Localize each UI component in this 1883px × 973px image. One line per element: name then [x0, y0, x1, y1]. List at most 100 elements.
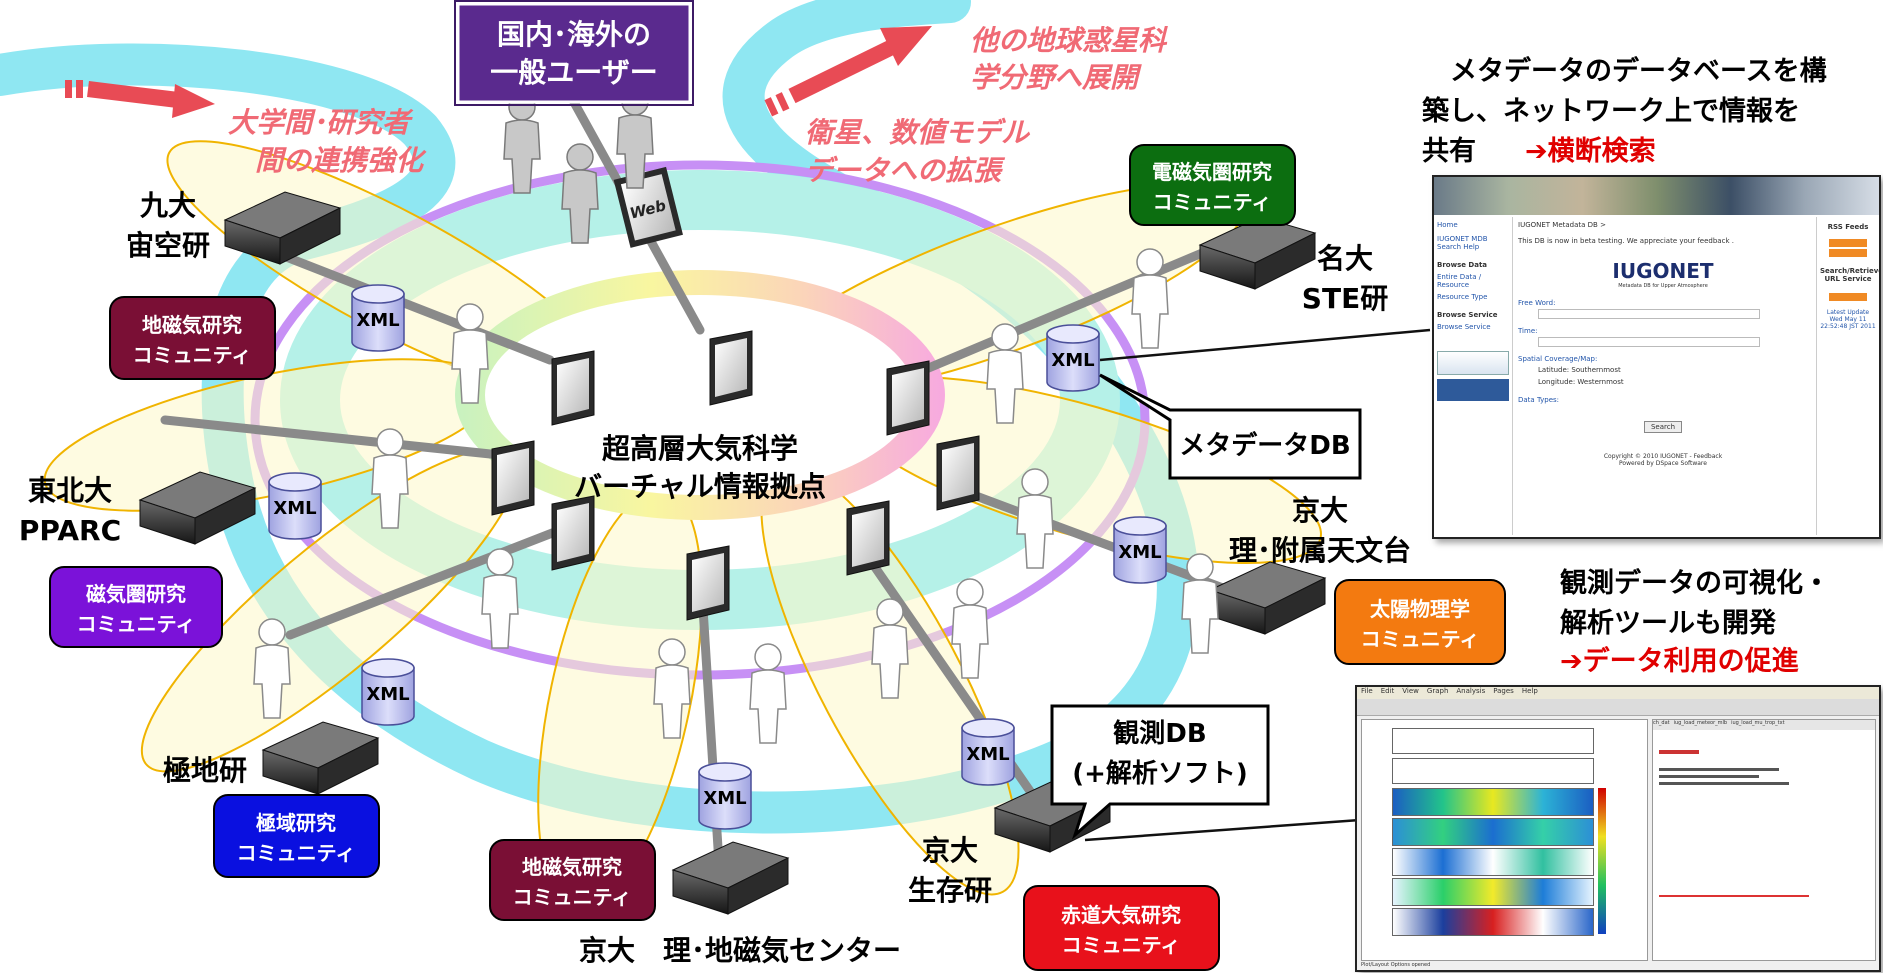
sidebar-home[interactable]: Home — [1437, 221, 1458, 229]
breadcrumb: IUGONET Metadata DB > — [1518, 221, 1606, 229]
sidebar-browse-service[interactable]: Browse Service — [1437, 323, 1491, 331]
metadata-db-screenshot: Home IUGONET MDB Search Help Browse Data… — [1432, 175, 1881, 539]
server-icon — [262, 721, 379, 795]
svg-text:太陽物理学: 太陽物理学 — [1370, 597, 1470, 621]
form-freeword-label: Free Word: — [1518, 299, 1556, 307]
svg-text:XML: XML — [1051, 350, 1094, 371]
note-meta: 築し、ネットワーク上で情報を — [1421, 95, 1800, 127]
menu-file[interactable]: File — [1361, 687, 1373, 695]
inst-kyudai: 宙空研 — [126, 229, 210, 262]
community-denjiken: 電磁気圏研究 コミュニティ — [1129, 144, 1296, 226]
community-jikiken: 磁気圏研究 コミュニティ — [49, 566, 223, 648]
center-label: バーチャル情報拠点 — [574, 470, 826, 503]
time-input[interactable] — [1538, 337, 1760, 347]
svg-text:コミュニティ: コミュニティ — [237, 841, 356, 865]
svg-text:コミュニティ: コミュニティ — [1062, 933, 1181, 957]
form-datatypes-label: Data Types: — [1518, 396, 1560, 404]
sidebar-heading: Browse Service — [1437, 311, 1498, 319]
svg-text:XML: XML — [356, 310, 399, 331]
user-icon — [1131, 248, 1169, 349]
monitor-icon — [886, 360, 930, 436]
beta-notice: This DB is now in beta testing. We appre… — [1518, 237, 1734, 245]
menu-pages[interactable]: Pages — [1493, 687, 1514, 695]
svg-text:磁気圏研究: 磁気圏研究 — [86, 582, 186, 606]
svg-text:地磁気研究: 地磁気研究 — [142, 313, 242, 337]
monitor-icon — [686, 545, 730, 621]
user-icon — [1016, 468, 1054, 569]
svg-text:赤道大気研究: 赤道大気研究 — [1061, 903, 1181, 927]
form-time-label: Time: — [1518, 327, 1538, 335]
svg-text:極域研究: 極域研究 — [255, 811, 336, 835]
inst-nagoya: 名大 — [1317, 242, 1373, 275]
community-chijiki-2: 地磁気研究 コミュニティ — [489, 839, 656, 921]
form-spatial-label: Spatial Coverage/Map: — [1518, 355, 1598, 363]
svg-text:コミュニティ: コミュニティ — [513, 885, 632, 909]
monitor-icon — [709, 330, 753, 406]
tab-file[interactable]: iug_load_mu_trop_txt — [1731, 720, 1785, 726]
inst-kyokuchi: 極地研 — [163, 754, 247, 787]
svg-text:一般ユーザー: 一般ユーザー — [490, 56, 657, 89]
xml-db-icon: XML — [268, 472, 322, 540]
tab-file[interactable]: iug_load_meteor_mlb — [1673, 720, 1728, 726]
svg-text:コミュニティ: コミュニティ — [1153, 190, 1272, 214]
monitor-icon — [551, 350, 595, 426]
monitor-icon — [551, 495, 595, 571]
sidebar-help[interactable]: IUGONET MDB Search Help — [1437, 235, 1488, 251]
search-button[interactable]: Search — [1643, 421, 1683, 433]
menu-edit[interactable]: Edit — [1380, 687, 1395, 695]
inst-seizon: 京大 — [922, 834, 978, 867]
menu-analysis[interactable]: Analysis — [1456, 687, 1486, 695]
svg-text:地磁気研究: 地磁気研究 — [522, 855, 622, 879]
plot-panel — [1361, 719, 1648, 961]
inst-rigaku: 京大 理･地磁気センター — [579, 934, 901, 967]
inst-nagoya: STE研 — [1302, 282, 1388, 315]
inst-kyudai: 九大 — [140, 189, 196, 222]
monitor-icon — [491, 440, 535, 516]
inst-tenmon: 理･附属天文台 — [1229, 534, 1411, 567]
analysis-tool-screenshot: File Edit View Graph Analysis Pages Help… — [1355, 685, 1881, 972]
monitor-icon — [936, 435, 980, 511]
arrow-right-mid-label: 衛星、数値モデル — [805, 116, 1031, 149]
svg-text:国内･海外の: 国内･海外の — [497, 18, 651, 51]
center-label: 超高層大気科学 — [602, 432, 798, 465]
code-panel: ch_dat iug_load_meteor_mlb iug_load_mu_t… — [1652, 719, 1876, 961]
note-vis-red: ➔データ利用の促進 — [1560, 645, 1799, 677]
inst-tohoku: PPARC — [19, 514, 121, 547]
arrow-left — [65, 80, 215, 118]
svg-text:コミュニティ: コミュニティ — [77, 612, 196, 636]
arrow-right-top-label: 他の地球惑星科 — [970, 24, 1168, 57]
monitor-icon — [846, 500, 890, 576]
note-vis: 解析ツールも開発 — [1560, 608, 1777, 639]
sidebar-resource-type[interactable]: Resource Type — [1437, 293, 1488, 301]
inst-seizon: 生存研 — [908, 874, 992, 907]
arrow-right-top-label: 学分野へ展開 — [970, 61, 1142, 94]
svg-text:XML: XML — [366, 684, 409, 705]
xml-db-icon: XML — [361, 658, 415, 726]
menu-help[interactable]: Help — [1521, 687, 1538, 695]
svg-text:XML: XML — [273, 498, 316, 519]
menu-graph[interactable]: Graph — [1426, 687, 1449, 695]
xml-db-icon: XML — [351, 284, 405, 352]
xml-db-icon: XML — [698, 762, 752, 830]
callout-obs-db: 観測DB (+解析ソフト) — [1050, 704, 1270, 840]
inner-hub — [485, 295, 915, 495]
user-icon — [503, 93, 541, 194]
note-meta: 共有 — [1422, 136, 1476, 167]
community-taiyo: 太陽物理学 コミュニティ — [1334, 579, 1506, 665]
xml-db-icon: XML — [1113, 516, 1167, 584]
inst-tohoku: 東北大 — [28, 474, 112, 507]
note-vis: 観測データの可視化・ — [1560, 567, 1830, 599]
freeword-input[interactable] — [1538, 309, 1760, 319]
iugonet-logo: IUGONET — [1612, 259, 1714, 283]
svg-text:メタデータDB: メタデータDB — [1179, 430, 1350, 461]
callout-metadata-db: メタデータDB — [1099, 373, 1362, 480]
arrow-right — [764, 26, 932, 117]
menu-view[interactable]: View — [1402, 687, 1419, 695]
tab-file[interactable]: ch_dat — [1653, 720, 1670, 726]
arrow-left-label: 大学間･研究者 — [228, 106, 414, 139]
community-chijiki-1: 地磁気研究 コミュニティ — [109, 296, 276, 380]
sidebar-entire[interactable]: Entire Data / Resource — [1437, 273, 1482, 289]
svg-text:コミュニティ: コミュニティ — [133, 343, 252, 367]
svg-text:電磁気圏研究: 電磁気圏研究 — [1152, 160, 1272, 184]
